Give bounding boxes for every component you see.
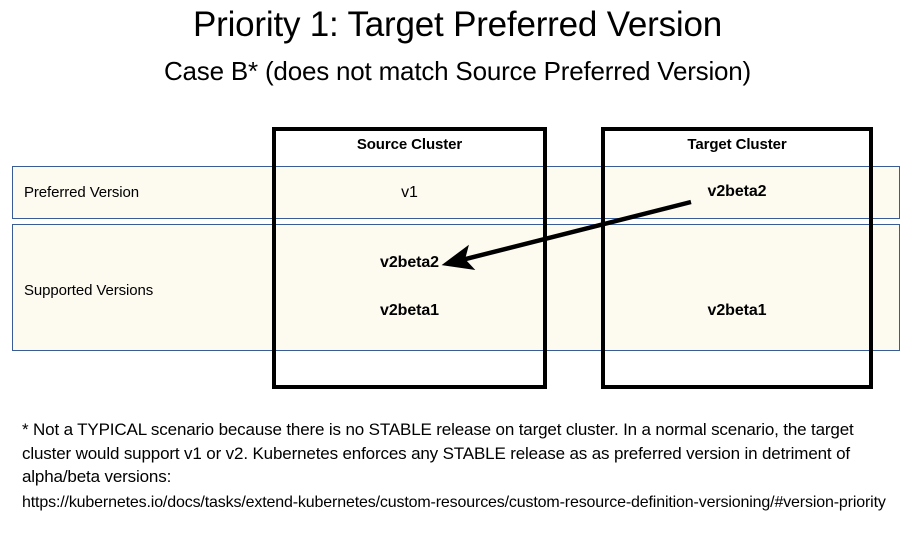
- slide-title: Priority 1: Target Preferred Version: [192, 5, 723, 44]
- target-supported-version-value-1: v2beta1: [707, 302, 767, 319]
- footnote-url: https://kubernetes.io/docs/tasks/extend-…: [22, 493, 886, 511]
- footnote-text: * Not a TYPICAL scenario because there i…: [22, 420, 854, 486]
- row-label-preferred-version: Preferred Version: [24, 184, 140, 201]
- source-supported-version-value-2: v2beta1: [380, 302, 439, 319]
- slide-subtitle: Case B* (does not match Source Preferred…: [163, 56, 752, 86]
- row-label-supported-versions: Supported Versions: [24, 282, 154, 299]
- target-cluster-title: Target Cluster: [687, 136, 787, 153]
- target-cluster-box: [601, 127, 873, 389]
- source-preferred-version-value: v1: [401, 184, 418, 201]
- source-supported-version-value-1: v2beta2: [380, 254, 439, 271]
- target-preferred-version-value: v2beta2: [707, 183, 767, 200]
- footnote: * Not a TYPICAL scenario because there i…: [22, 418, 894, 514]
- source-cluster-title: Source Cluster: [356, 136, 463, 153]
